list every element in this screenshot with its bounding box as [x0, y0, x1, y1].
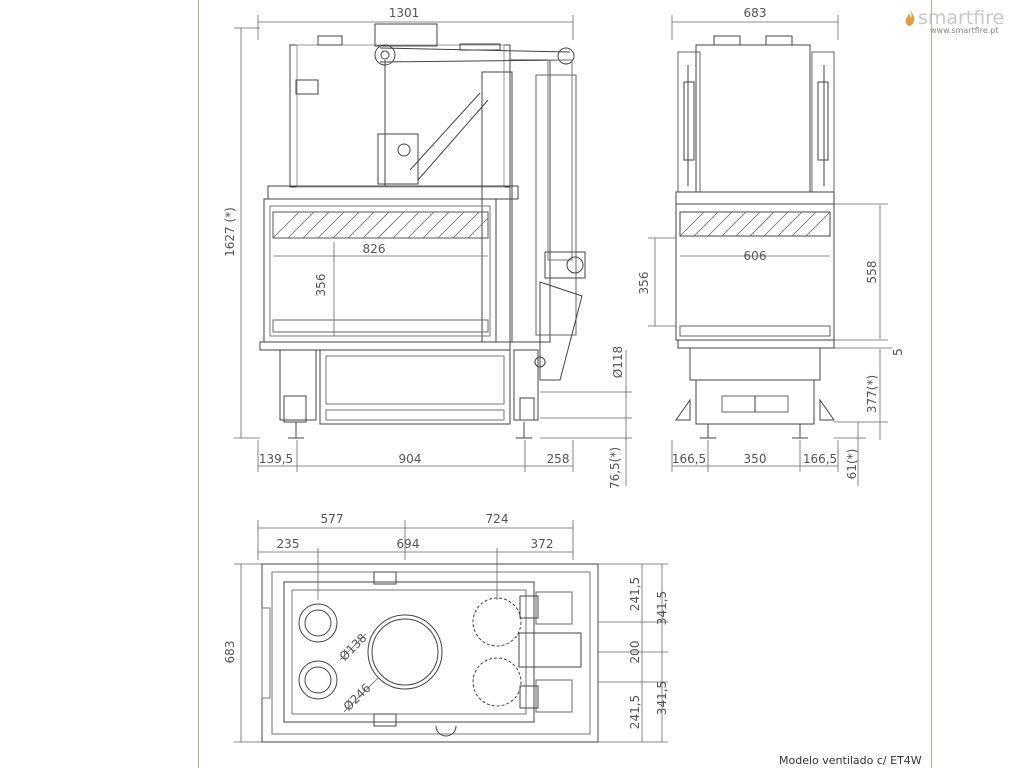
- top-dim-r5-label: 341,5: [655, 681, 669, 715]
- side-top-width-label: 683: [744, 6, 767, 20]
- front-bottom-right-label: 258: [547, 452, 570, 466]
- left-border-line: [198, 0, 199, 768]
- front-height-label: 1627 (*): [223, 207, 237, 257]
- side-offset-label: 5: [891, 348, 905, 356]
- brand-logo: smartfire www.smartfire.pt: [904, 8, 1022, 35]
- side-glass-height-label: 356: [637, 272, 651, 295]
- top-dim-r3-label: 200: [628, 641, 642, 664]
- side-total-height-label: 558: [865, 261, 879, 284]
- side-view: [675, 35, 835, 439]
- top-dim-235-label: 235: [277, 537, 300, 551]
- front-outlet-diameter-label: Ø118: [611, 346, 625, 378]
- top-diameter-large-label: Ø246: [341, 681, 374, 714]
- caption: Modelo ventilado c/ ET4W: [779, 754, 922, 767]
- top-right-width-label: 724: [486, 512, 509, 526]
- side-bottom-right-label: 166,5: [803, 452, 837, 466]
- top-view: [261, 563, 599, 743]
- top-dim-372-label: 372: [531, 537, 554, 551]
- top-left-width-label: 577: [321, 512, 344, 526]
- side-bottom-left-label: 166,5: [672, 452, 706, 466]
- right-border-line: [931, 0, 932, 768]
- side-base-height-label: 377(*): [865, 375, 879, 413]
- brand-name: smartfire: [918, 7, 1005, 29]
- side-foot-height-label: 61(*): [845, 449, 859, 480]
- top-dim-694-label: 694: [397, 537, 420, 551]
- front-bottom-left-label: 139,5: [259, 452, 293, 466]
- top-dim-r1-label: 241,5: [628, 577, 642, 611]
- top-dim-r2-label: 341,5: [655, 591, 669, 625]
- front-bottom-mid-label: 904: [399, 452, 422, 466]
- front-glass-height-label: 356: [314, 274, 328, 297]
- front-view: [259, 23, 586, 439]
- front-foot-height-label: 76,5(*): [608, 447, 622, 489]
- front-glass-width-label: 826: [363, 242, 386, 256]
- front-top-width-label: 1301: [389, 6, 420, 20]
- flame-icon: [905, 10, 915, 26]
- brand-url: www.smartfire.pt: [930, 26, 999, 35]
- top-dim-r4-label: 241,5: [628, 695, 642, 729]
- side-glass-width-label: 606: [744, 249, 767, 263]
- top-depth-label: 683: [223, 641, 237, 664]
- side-bottom-mid-label: 350: [744, 452, 767, 466]
